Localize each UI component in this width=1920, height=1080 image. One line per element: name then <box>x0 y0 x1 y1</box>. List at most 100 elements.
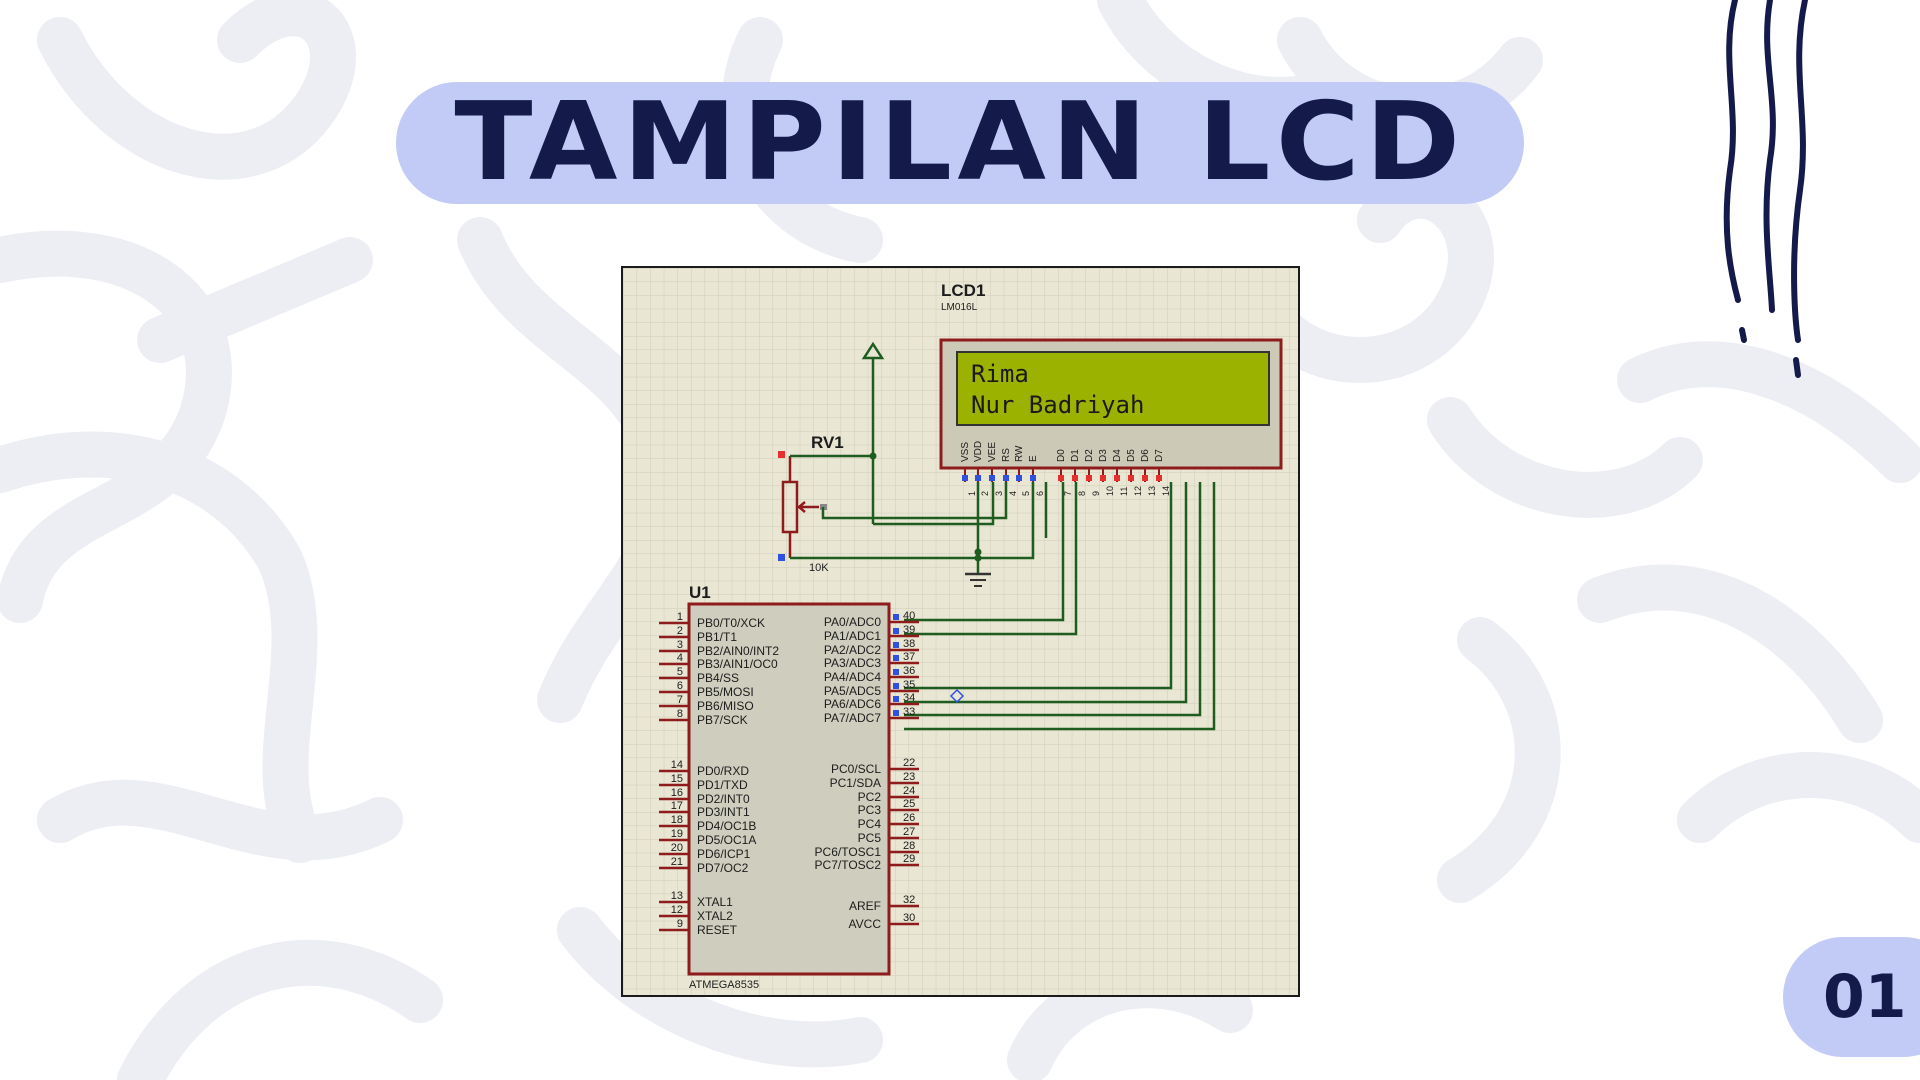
mcu-pin-number: 4 <box>677 652 683 664</box>
mcu-pin-name: PA7/ADC7 <box>824 711 881 725</box>
lcd-screen <box>956 351 1270 426</box>
mcu-ref-label: U1 <box>689 583 711 602</box>
mcu-pin-name: PC0/SCL <box>831 762 881 776</box>
lcd-pin-number: 11 <box>1119 487 1129 496</box>
lcd-pin-name: D4 <box>1112 449 1123 462</box>
lcd-pin-name: D2 <box>1084 449 1095 462</box>
mcu-pin-name: PA0/ADC0 <box>824 615 881 629</box>
slide-title: TAMPILAN LCD <box>454 80 1466 205</box>
lcd-model-label: LM016L <box>941 302 978 313</box>
lcd-pin-number: 8 <box>1077 491 1087 496</box>
mcu-pin-number: 39 <box>903 624 915 636</box>
lcd-pin-number: 4 <box>1008 491 1018 496</box>
mcu-pin-name: PD2/INT0 <box>697 792 750 806</box>
mcu-pin-name: PD5/OC1A <box>697 833 756 847</box>
lcd-pin-number: 6 <box>1035 491 1045 496</box>
mcu-pin-name: PB0/T0/XCK <box>697 616 765 630</box>
pot-value-label: 10K <box>809 562 829 574</box>
lcd-ref-label: LCD1 <box>941 281 985 300</box>
mcu-pin-number: 38 <box>903 638 915 650</box>
page-number-badge: 01 <box>1783 937 1920 1057</box>
lcd-pin-marker <box>1156 475 1162 481</box>
lcd-pin-number: 9 <box>1091 491 1101 496</box>
decorative-wavy-lines <box>1723 0 1808 378</box>
mcu-pin-name: PB3/AIN1/OC0 <box>697 657 778 671</box>
mcu-pin-number: 9 <box>677 918 683 930</box>
mcu-pin-marker <box>893 628 899 634</box>
mcu-pin-number: 14 <box>671 759 683 771</box>
lcd-pin-number: 14 <box>1161 486 1171 496</box>
lcd-pin-number: 7 <box>1063 491 1073 496</box>
mcu-pin-name: PC5 <box>858 831 882 845</box>
mcu-pin-number: 37 <box>903 651 915 663</box>
mcu-pin-marker <box>893 696 899 702</box>
title-banner: TAMPILAN LCD <box>396 82 1524 204</box>
mcu-pin-name: PC2 <box>858 790 882 804</box>
lcd-pin-name: RW <box>1014 445 1025 462</box>
wire-junctions <box>869 452 982 562</box>
mcu-pin-name: PA1/ADC1 <box>824 629 881 643</box>
mcu-pin-number: 30 <box>903 912 915 924</box>
mcu-pin-number: 19 <box>671 828 683 840</box>
potentiometer-rv1: RV1 10K <box>778 433 844 574</box>
mcu-pin-name: PB2/AIN0/INT2 <box>697 644 779 658</box>
lcd-line-1: Rima <box>971 360 1029 388</box>
lcd-pin-marker <box>1128 475 1134 481</box>
mcu-body <box>687 602 891 976</box>
mcu-pin-name: AVCC <box>849 917 882 931</box>
mcu-pin-number: 6 <box>677 680 683 692</box>
mcu-pin-number: 40 <box>903 610 915 622</box>
mcu-pin-name: PC4 <box>858 817 882 831</box>
lcd-pin-number: 12 <box>1133 486 1143 496</box>
lcd-pin-number: 1 <box>967 491 977 496</box>
power-terminal <box>861 341 885 524</box>
mcu-pin-number: 18 <box>671 814 683 826</box>
mcu-pin-number: 22 <box>903 757 915 769</box>
mcu-pin-number: 28 <box>903 840 915 852</box>
lcd-pin-marker <box>1142 475 1148 481</box>
mcu-pin-number: 26 <box>903 812 915 824</box>
mcu-pin-name: PD6/ICP1 <box>697 847 751 861</box>
lcd-pin-name: VEE <box>987 442 998 462</box>
mcu-pin-name: PA2/ADC2 <box>824 643 881 657</box>
mcu-pin-number: 21 <box>671 856 683 868</box>
mcu-pin-marker <box>893 710 899 716</box>
page-number: 01 <box>1823 962 1907 1032</box>
mcu-pin-name: PA3/ADC3 <box>824 656 881 670</box>
lcd-pin-name: D7 <box>1154 449 1165 462</box>
mcu-right-pins: 40 PA0/ADC0 39 PA1/ADC1 38 PA2/ADC2 37 PA3/ADC3… <box>815 610 919 931</box>
lcd-pin-marker <box>1086 475 1092 481</box>
lcd-pin-name: RS <box>1001 448 1012 462</box>
lcd-pin-marker <box>1072 475 1078 481</box>
mcu-pin-name: AREF <box>849 899 881 913</box>
mcu-pin-name: PC6/TOSC1 <box>815 845 882 859</box>
lcd-line-2: Nur Badriyah <box>971 391 1144 419</box>
mcu-pin-number: 1 <box>677 611 683 623</box>
mcu-pin-number: 20 <box>671 842 683 854</box>
lcd-pins: VSS1VDD2VEE3RS4RW5E6D07D18D29D310D411D51… <box>960 441 1171 496</box>
lcd-pin-marker <box>1003 475 1009 481</box>
mcu-pin-name: RESET <box>697 923 738 937</box>
mcu-pin-name: PB4/SS <box>697 671 739 685</box>
mcu-pin-name: PC7/TOSC2 <box>815 858 882 872</box>
lcd-pin-marker <box>1016 475 1022 481</box>
mcu-pin-marker <box>893 683 899 689</box>
probe-marker <box>949 688 965 704</box>
mcu-pin-name: PB5/MOSI <box>697 685 754 699</box>
mcu-pin-name: XTAL2 <box>697 909 733 923</box>
mcu-pin-name: PD3/INT1 <box>697 805 750 819</box>
mcu-pin-number: 7 <box>677 694 683 706</box>
mcu-pin-name: PA6/ADC6 <box>824 697 881 711</box>
mcu-pin-name: PD0/RXD <box>697 764 749 778</box>
mcu-pin-number: 34 <box>903 692 915 704</box>
mcu-pin-name: PA4/ADC4 <box>824 670 881 684</box>
lcd-pin-marker <box>1058 475 1064 481</box>
mcu-pin-number: 2 <box>677 625 683 637</box>
lcd-pin-name: D1 <box>1070 449 1081 462</box>
circuit-wires <box>790 454 1216 731</box>
lcd-pin-name: E <box>1028 455 1039 462</box>
mcu-pin-name: PC3 <box>858 803 882 817</box>
